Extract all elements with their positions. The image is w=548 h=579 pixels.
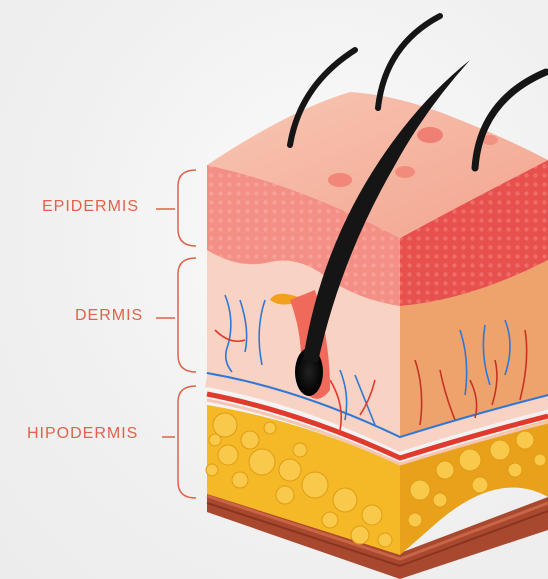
epidermis-bracket bbox=[156, 170, 196, 246]
dermis-bracket bbox=[156, 258, 196, 372]
hipodermis-label: HIPODERMIS bbox=[27, 425, 138, 443]
epidermis-label: EPIDERMIS bbox=[42, 198, 139, 216]
hipodermis-bracket bbox=[162, 386, 196, 498]
dermis-label: DERMIS bbox=[75, 307, 143, 325]
